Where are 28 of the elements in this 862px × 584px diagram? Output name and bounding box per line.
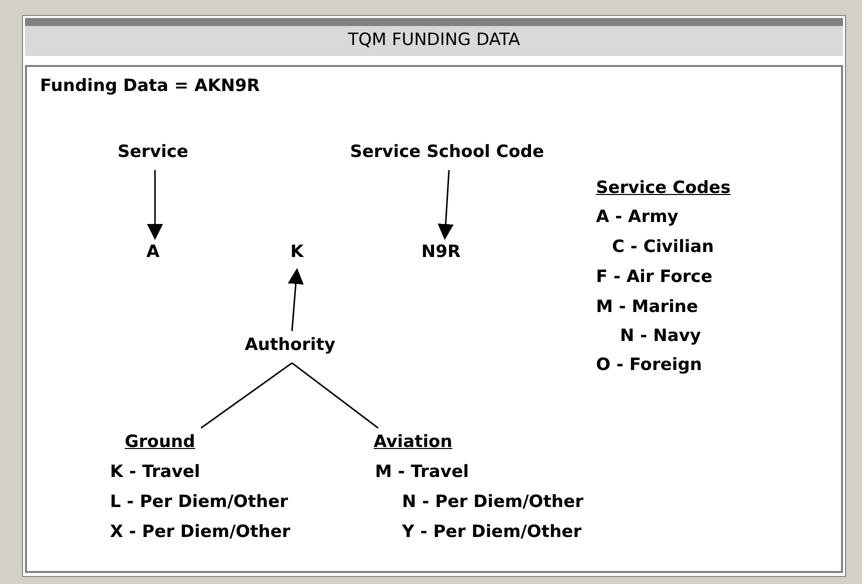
code-text: N - Navy [620, 325, 701, 348]
connector-line [200, 362, 292, 429]
node-label: Ground [124, 430, 196, 454]
code-text: M - Marine [596, 296, 698, 319]
code-text: Y - Per Diem/Other [402, 521, 582, 544]
section-heading: Service Codes [596, 177, 731, 200]
code-text: N - Per Diem/Other [402, 491, 584, 514]
node-label: K [290, 240, 304, 264]
node-label: Service [118, 140, 188, 164]
node-label: Aviation [374, 430, 452, 454]
code-text: X - Per Diem/Other [110, 521, 290, 544]
title: TQM FUNDING DATA [348, 29, 520, 52]
code-text: L - Per Diem/Other [110, 491, 288, 514]
code-text: Funding Data = AKN9R [40, 75, 260, 98]
code-text: O - Foreign [596, 354, 702, 377]
code-text: M - Travel [375, 461, 469, 484]
node-label: N9R [421, 240, 461, 264]
code-text: F - Air Force [596, 266, 712, 289]
arrow [288, 268, 304, 332]
code-text: C - Civilian [612, 236, 714, 259]
node-label: A [146, 240, 160, 264]
code-text: K - Travel [110, 461, 200, 484]
code-text: A - Army [596, 206, 678, 229]
node-label: Service School Code [350, 140, 544, 164]
node-label: Authority [244, 333, 336, 357]
arrow [438, 170, 454, 240]
connector-line [292, 362, 379, 429]
arrow [147, 170, 163, 240]
